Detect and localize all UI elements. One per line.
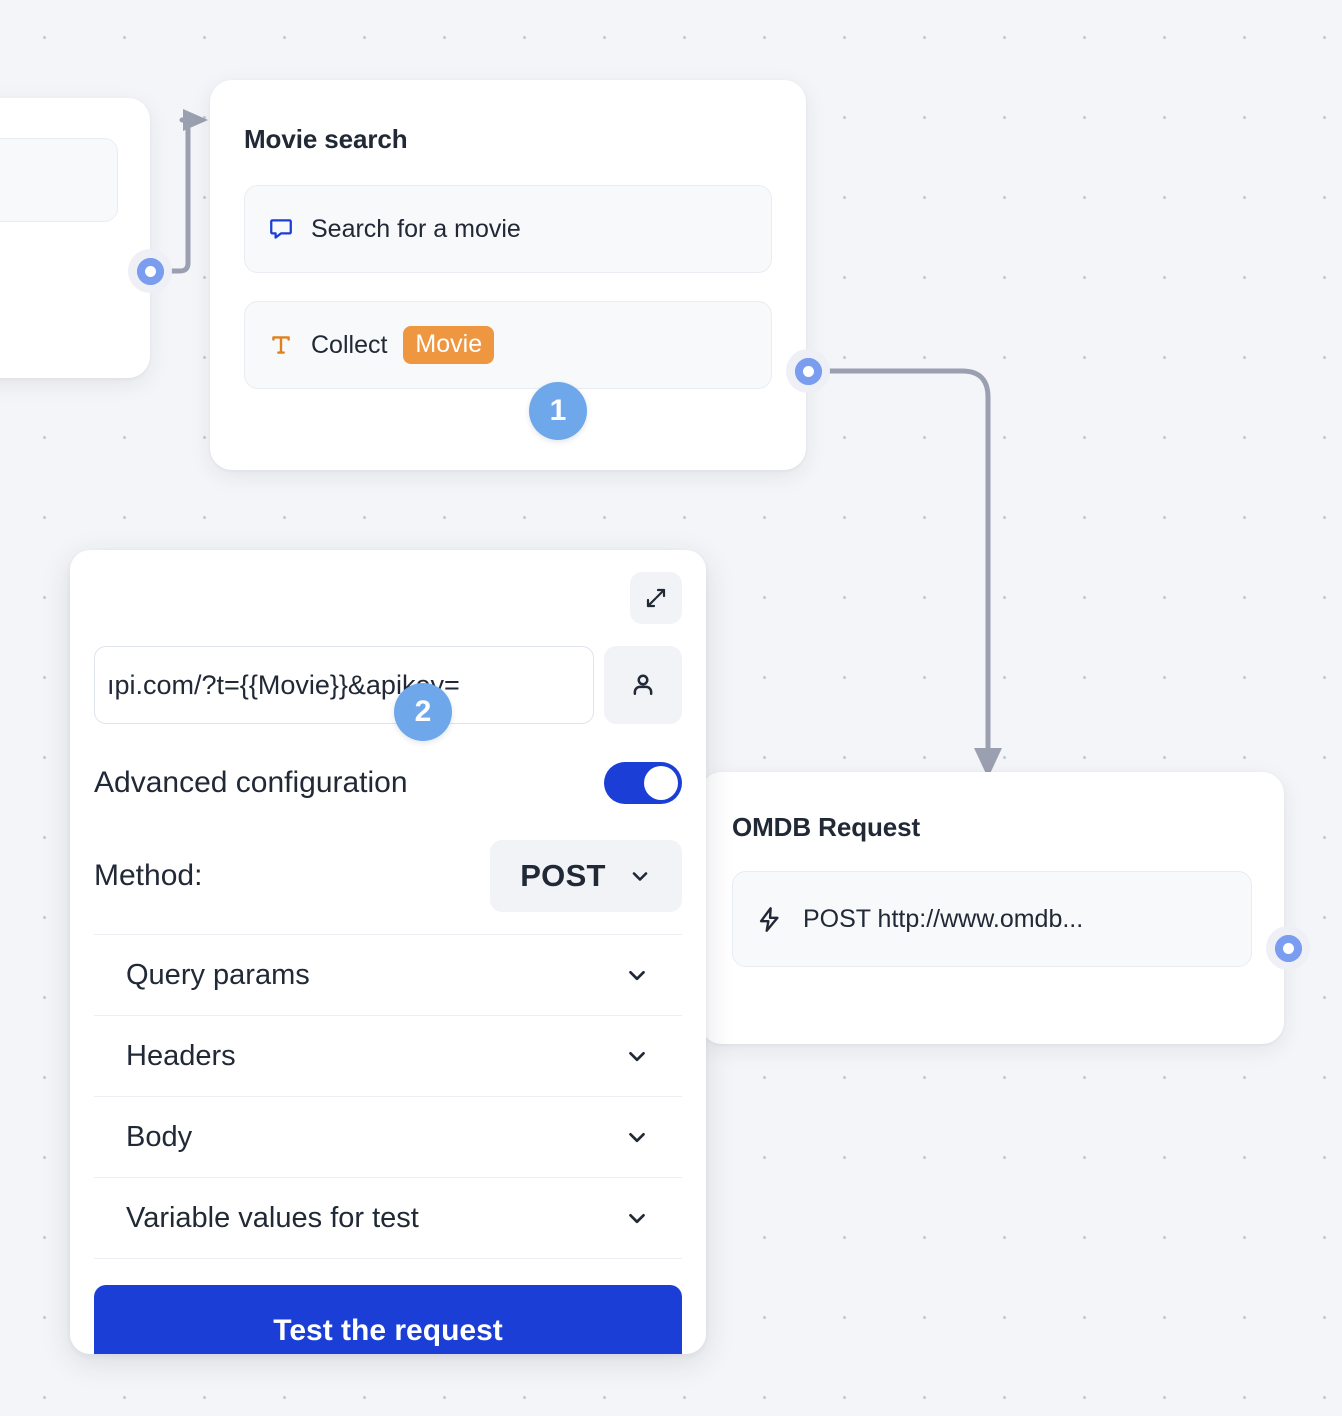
chevron-down-icon [629, 1051, 645, 1062]
node-row-label: Search for a movie [311, 214, 521, 243]
node-title-movie-search: Movie search [244, 124, 408, 154]
node-row-post-request[interactable]: POST http://www.omdb... [732, 871, 1252, 967]
node-row-collect-movie[interactable]: Collect Movie [244, 301, 772, 389]
accordion-label: Query params [126, 958, 310, 991]
accordion-label: Body [126, 1120, 193, 1153]
accordion-list: Query params Headers Body [94, 935, 682, 1259]
accordion-body[interactable]: Body [94, 1097, 682, 1178]
method-label: Method: [94, 859, 203, 892]
accordion-query-params[interactable]: Query params [94, 935, 682, 1016]
node-row-label: POST http://www.omdb... [803, 904, 1084, 933]
text-format-icon [267, 331, 295, 359]
accordion-variable-values-for-test[interactable]: Variable values for test [94, 1178, 682, 1259]
request-url-input[interactable] [94, 646, 594, 724]
advanced-configuration-label: Advanced configuration [94, 766, 408, 799]
handle-hole [802, 365, 814, 377]
test-the-request-button[interactable]: Test the request [94, 1285, 682, 1354]
lightning-bolt-icon [755, 905, 783, 933]
connector-handle-omdb-output[interactable] [1266, 926, 1310, 970]
chevron-down-icon [632, 872, 648, 881]
handle-hole [144, 265, 156, 277]
node-card-partial[interactable] [0, 98, 150, 378]
method-selected-value: POST [520, 858, 606, 893]
accordion-label: Headers [126, 1039, 236, 1072]
speech-bubble-icon [267, 215, 295, 243]
accordion-headers[interactable]: Headers [94, 1016, 682, 1097]
node-card-movie-search[interactable]: Movie search Search for a movie Collect … [210, 80, 806, 470]
connector-handle-movie-search-output[interactable] [786, 349, 830, 393]
expand-diagonal-icon-button[interactable] [630, 572, 682, 624]
node-title-omdb-request: OMDB Request [732, 812, 921, 842]
person-icon-button[interactable] [604, 646, 682, 724]
variable-chip-movie[interactable]: Movie [403, 325, 495, 365]
node-row-label: Collect [311, 330, 388, 359]
handle-hole [1282, 942, 1294, 954]
chevron-down-icon [629, 1132, 645, 1143]
expand-diagonal-icon [646, 588, 666, 608]
step-badge-1: 1 [529, 382, 587, 440]
toggle-knob [644, 766, 678, 800]
step-badge-2: 2 [394, 683, 452, 741]
chevron-down-icon [629, 1213, 645, 1224]
node-row-search-for-a-movie[interactable]: Search for a movie [244, 185, 772, 273]
person-icon [633, 674, 653, 695]
method-select-dropdown[interactable]: POST [490, 840, 682, 912]
accordion-label: Variable values for test [126, 1201, 419, 1234]
advanced-configuration-toggle[interactable] [604, 762, 682, 804]
chevron-down-icon [629, 970, 645, 981]
connector-handle-left-output[interactable] [128, 249, 172, 293]
node-card-omdb-request[interactable]: OMDB Request POST http://www.omdb... [700, 772, 1284, 1044]
node-row-partial[interactable] [0, 138, 118, 222]
request-config-panel[interactable]: Advanced configuration Method: POST Quer… [70, 550, 706, 1354]
